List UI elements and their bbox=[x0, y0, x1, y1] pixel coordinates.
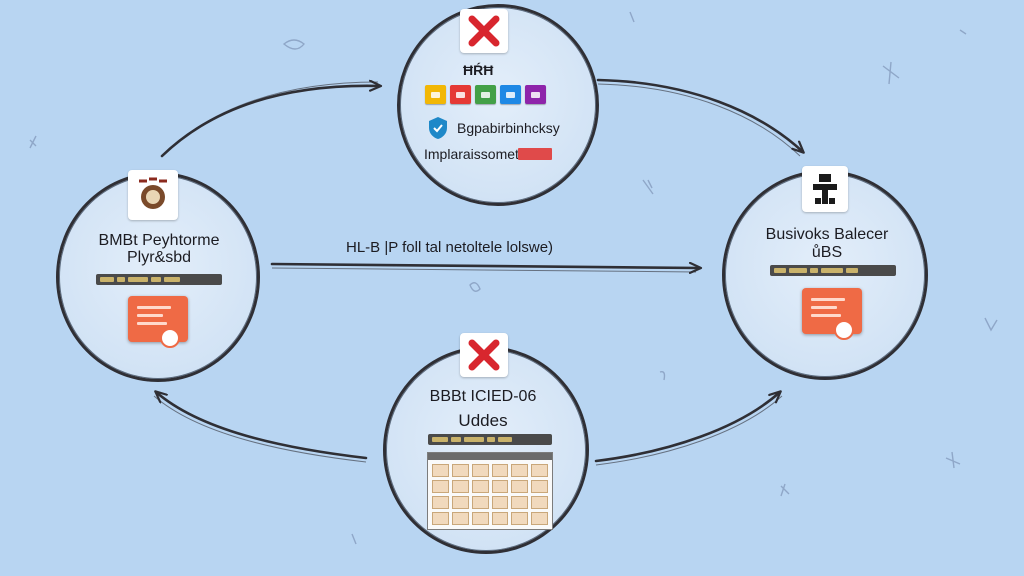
red-x-icon bbox=[460, 333, 508, 377]
top-node-chip-row bbox=[425, 85, 546, 104]
top-node-title: ĦŔĦ bbox=[463, 62, 494, 78]
left-node-title-line1: BMBt Peyhtorme bbox=[98, 232, 220, 249]
emblem-icon bbox=[128, 170, 178, 220]
arrow-right-to-bottom bbox=[594, 392, 780, 463]
bottom-node-title-line2: Uddes bbox=[458, 411, 508, 430]
right-node-toolbar bbox=[770, 265, 896, 276]
app-chip-blue bbox=[500, 85, 521, 104]
arrow-top-to-right bbox=[596, 78, 803, 152]
top-node-badge bbox=[518, 148, 552, 160]
top-node-line2: Implaraissomet bbox=[424, 146, 519, 162]
bottom-node-toolbar bbox=[428, 434, 552, 445]
app-chip-purple bbox=[525, 85, 546, 104]
spreadsheet-icon bbox=[427, 452, 553, 530]
bottom-node-title-line1: BBBt ICIED-06 bbox=[429, 388, 537, 405]
robot-icon bbox=[802, 166, 848, 212]
center-arrow-label: HL-B |P foll tal netoltele lolswe) bbox=[346, 239, 554, 256]
left-node-title-line2: Plyr&sbd bbox=[126, 249, 192, 266]
arrow-bottom-to-left bbox=[156, 392, 368, 460]
arrow-left-to-top-echo bbox=[165, 81, 379, 153]
right-node-title-line1: Busivoks Balecer bbox=[765, 226, 889, 243]
arrow-left-to-top bbox=[160, 86, 380, 158]
certificate-icon bbox=[802, 288, 862, 340]
app-chip-red bbox=[450, 85, 471, 104]
shield-icon bbox=[427, 116, 449, 145]
left-node-toolbar bbox=[96, 274, 222, 285]
red-x-icon bbox=[460, 9, 508, 53]
arrow-top-to-right-echo bbox=[597, 83, 801, 157]
app-chip-yellow bbox=[425, 85, 446, 104]
app-chip-green bbox=[475, 85, 496, 104]
arrow-right-to-bottom-echo bbox=[595, 395, 783, 466]
arrow-center-echo bbox=[271, 267, 697, 273]
background-sparkles bbox=[29, 11, 998, 545]
arrow-center bbox=[270, 264, 700, 268]
right-node-title-line2: ůBS bbox=[811, 244, 843, 261]
arrow-bottom-to-left-echo bbox=[153, 395, 367, 463]
top-node-line1: Bgpabirbinhcksy bbox=[457, 120, 560, 136]
certificate-icon bbox=[128, 296, 188, 348]
